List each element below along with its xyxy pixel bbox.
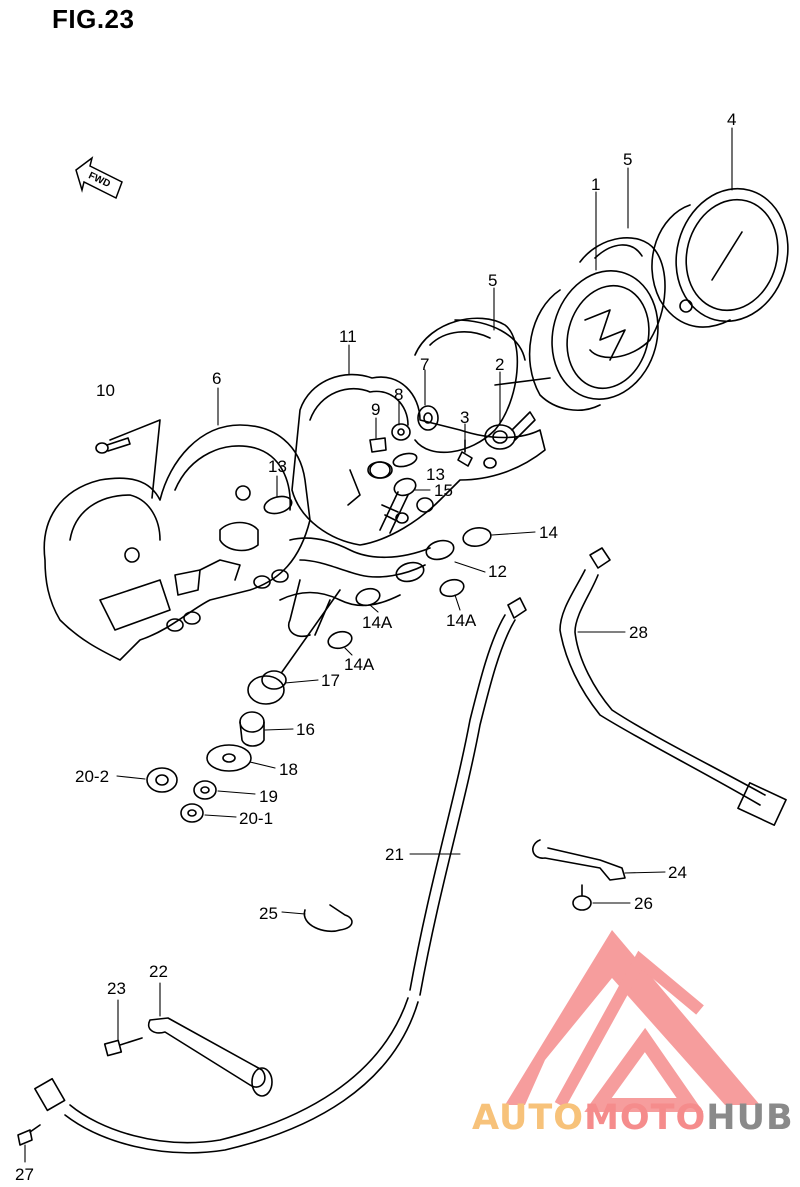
callout-19: 19 [259,787,278,806]
callout-21: 21 [385,845,404,864]
gauge-1[interactable] [528,259,672,411]
callout-7: 7 [420,355,430,374]
screw-9[interactable] [369,437,387,453]
callout-24: 24 [668,863,687,882]
housing-11[interactable] [291,373,546,546]
nut-20-1[interactable] [180,803,204,823]
cable-28[interactable] [559,547,787,826]
callout-8: 8 [394,385,404,404]
callout-10: 10 [96,381,115,400]
callout-11: 11 [339,327,357,346]
callout-14Ac: 14A [344,655,375,674]
bulb-14Ab[interactable] [438,577,465,599]
callout-20-1: 20-1 [239,809,274,828]
screw-3[interactable] [457,439,473,467]
callout-6: 6 [212,369,222,388]
watermark-moto: MOTO [584,1098,707,1138]
cable-21[interactable] [34,597,527,1154]
callout-14: 14 [539,523,558,542]
callout-27: 27 [15,1165,34,1184]
leader-lines [24,127,733,1163]
callout-1: 1 [591,175,601,194]
callout-26: 26 [634,894,653,913]
watermark-logo-icon [505,930,760,1112]
lower-case-6[interactable] [43,424,311,661]
callout-5a: 5 [488,271,498,290]
callout-9: 9 [371,400,381,419]
watermark-hub: HUB [706,1098,794,1138]
callout-13b: 13 [426,465,445,484]
bracket-22[interactable] [147,1017,273,1097]
gauge-cover-5b [579,237,666,359]
callout-16: 16 [296,720,315,739]
callout-18: 18 [279,760,298,779]
callout-3: 3 [460,408,470,427]
callout-15: 15 [434,481,453,500]
callout-25: 25 [259,904,278,923]
callout-22: 22 [149,962,168,981]
callout-14Aa: 14A [362,613,393,632]
callout-23: 23 [107,979,126,998]
gauge-cover-5a [414,317,526,454]
watermark-text: AUTOMOTOHUB [472,1098,794,1138]
gauge-4[interactable] [651,176,800,334]
screw-15[interactable] [379,476,418,534]
bolt-23[interactable] [103,1037,143,1057]
nut-20-2[interactable] [146,767,178,793]
bolt-26[interactable] [572,884,592,911]
figure-title: FIG.23 [52,4,135,34]
bulb-14Ac[interactable] [326,629,353,651]
bulb-14[interactable] [462,526,493,549]
screw-10[interactable] [95,419,161,499]
callout-12: 12 [488,562,507,581]
callout-2: 2 [495,355,505,374]
grommet-17[interactable] [247,589,341,705]
callout-13a: 13 [268,457,287,476]
clamp-24[interactable] [532,839,626,881]
callout-20-2: 20-2 [75,767,110,786]
callout-5b: 5 [623,150,633,169]
callout-28: 28 [629,623,648,642]
spacer-16[interactable] [239,711,265,747]
clamp-25[interactable] [303,904,353,932]
cushion-7[interactable] [417,405,439,431]
callout-14Ab: 14A [446,611,477,630]
washer-19[interactable] [193,780,217,800]
callout-4: 4 [727,110,737,129]
bulb-13a[interactable] [262,494,293,517]
wiring-harness-12[interactable] [279,461,456,638]
washer-8[interactable] [391,423,411,441]
bulb-socket-2[interactable] [484,377,551,450]
cushion-18[interactable] [206,744,252,772]
screw-27[interactable] [17,1124,41,1146]
fwd-arrow-icon: FWD [75,156,123,200]
callout-17: 17 [321,671,340,690]
watermark-auto: AUTO [472,1098,585,1138]
